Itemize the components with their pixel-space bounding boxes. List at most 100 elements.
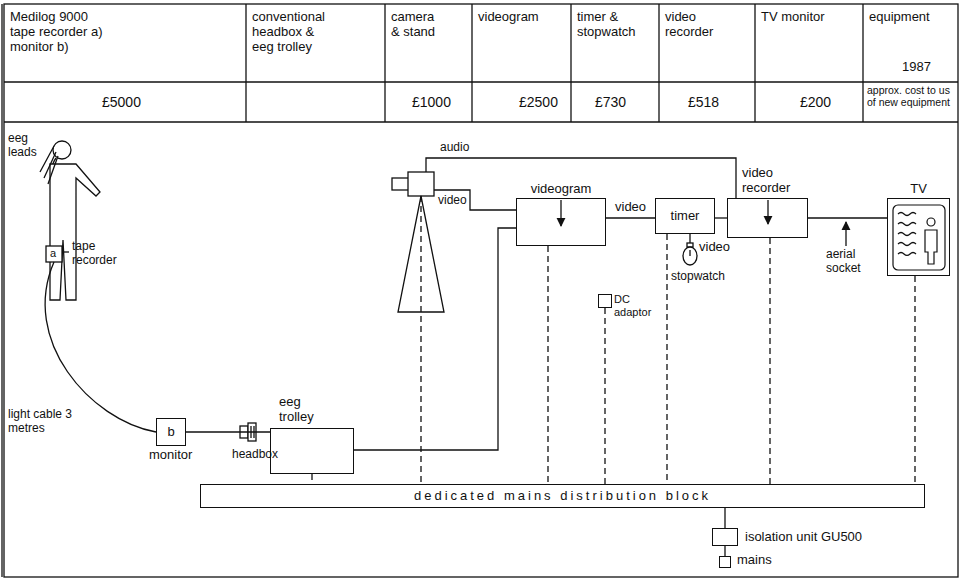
videogram-input-arrow — [560, 200, 561, 226]
signal-wire — [724, 508, 725, 528]
signal-wire — [808, 217, 887, 218]
monitor-box: bmonitor — [156, 418, 186, 446]
box-label: eeg trolley — [279, 395, 333, 425]
camera-body — [408, 172, 434, 196]
cost-cell: £1000 — [412, 94, 451, 110]
cost-cell: £5000 — [102, 94, 141, 110]
cost-row-note: approx. cost to us of new equipment — [867, 84, 955, 108]
patient-figure — [40, 141, 156, 432]
signal-label: video — [438, 194, 467, 208]
box-text: b — [167, 425, 174, 440]
mains-lead — [311, 474, 312, 484]
cost-cell: £518 — [688, 94, 719, 110]
frame-double-line — [1, 4, 2, 577]
part-label: stopwatch — [671, 270, 725, 284]
column-line — [658, 4, 659, 122]
light-cable — [45, 262, 156, 432]
mains-lead — [769, 238, 770, 484]
patient-head — [53, 141, 71, 159]
eeg-trace — [898, 253, 916, 256]
isolation-unit-box: isolation unit GU500 — [712, 528, 738, 546]
cost-cell: £730 — [595, 94, 626, 110]
part-label: light cable 3 metres — [8, 408, 76, 436]
box-text: timer — [671, 209, 700, 224]
camera-and-stand — [392, 158, 736, 484]
tv-figure-body — [925, 230, 937, 264]
mains-socket-box: mains — [719, 556, 731, 568]
mains-lead — [547, 246, 548, 484]
column-line — [754, 4, 755, 122]
tv-box: TV — [887, 198, 950, 276]
eeg-leads — [40, 146, 58, 184]
signal-wire — [724, 546, 725, 556]
year-cell: 1987 — [902, 60, 931, 75]
column-line — [245, 4, 246, 122]
mains-lead-dashed — [420, 196, 421, 484]
part-label: tape recorder — [72, 240, 128, 268]
audio-wire — [426, 158, 736, 198]
column-line — [384, 4, 385, 122]
box-label: mains — [737, 553, 772, 568]
signal-wire — [606, 217, 655, 218]
box-label: DC adaptor — [614, 293, 656, 318]
edge-label: video — [614, 200, 647, 215]
part-letter: a — [50, 247, 56, 260]
trolley-box: eeg trolley — [270, 428, 354, 474]
eeg-trace — [898, 223, 916, 226]
box-label: isolation unit GU500 — [745, 530, 862, 545]
recorder-box: video recorder — [727, 198, 808, 238]
camera-stand — [398, 196, 444, 312]
box-label: video recorder — [742, 166, 802, 196]
adaptor-box: DC adaptor — [598, 294, 612, 308]
box-text: dedicated mains distribution block — [414, 489, 711, 504]
tv-figure-head — [927, 218, 935, 226]
column-header: camera & stand — [391, 10, 446, 40]
column-header: videogram — [478, 10, 539, 25]
column-line — [570, 4, 571, 122]
videogram-box: videogram — [516, 198, 606, 246]
signal-wire — [354, 228, 516, 450]
column-header: Medilog 9000 tape recorder a) monitor b) — [10, 10, 110, 55]
eeg-trace — [898, 243, 916, 246]
stopwatch-symbol — [683, 234, 697, 265]
cost-cell: £2500 — [519, 94, 558, 110]
eeg-trace — [898, 213, 916, 216]
row-line — [4, 81, 958, 82]
mains-lead — [604, 308, 605, 484]
tv-screen — [893, 205, 945, 270]
part-label: eeg leads — [8, 132, 42, 160]
stopwatch-hand — [689, 250, 690, 256]
leader-line — [64, 251, 69, 252]
patient-body — [50, 164, 100, 300]
signal-wire — [186, 431, 270, 432]
recorder-input-arrow — [767, 200, 768, 224]
column-line — [471, 4, 472, 122]
table-grid — [2, 4, 958, 577]
distribution-block: dedicated mains distribution block — [200, 484, 925, 508]
tape-recorder-box — [46, 246, 62, 262]
column-line — [862, 4, 863, 122]
video-wire — [434, 190, 516, 210]
eeg-trace — [898, 233, 916, 236]
mains-lead — [914, 276, 915, 484]
camera-lens — [392, 178, 410, 190]
column-header: conventional headbox & eeg trolley — [252, 10, 332, 55]
timer-box: timer — [655, 198, 715, 234]
part-label: headbox — [232, 448, 278, 462]
box-label: TV — [888, 182, 949, 197]
box-label: videogram — [517, 182, 605, 197]
column-header: TV monitor — [761, 10, 825, 25]
outer-frame — [4, 4, 958, 577]
column-header: equipment — [869, 10, 930, 25]
row-line — [4, 121, 958, 122]
box-label: monitor — [149, 448, 192, 463]
cost-cell: £200 — [800, 94, 831, 110]
mains-lead — [666, 234, 667, 484]
signal-wire — [715, 217, 727, 218]
tv-screen-outline — [893, 205, 945, 270]
column-header: video recorder — [665, 10, 725, 40]
edge-label: video — [698, 240, 731, 255]
aerial-socket-arrow — [845, 222, 846, 246]
stopwatch-body — [683, 247, 697, 265]
column-header: timer & stopwatch — [577, 10, 647, 40]
